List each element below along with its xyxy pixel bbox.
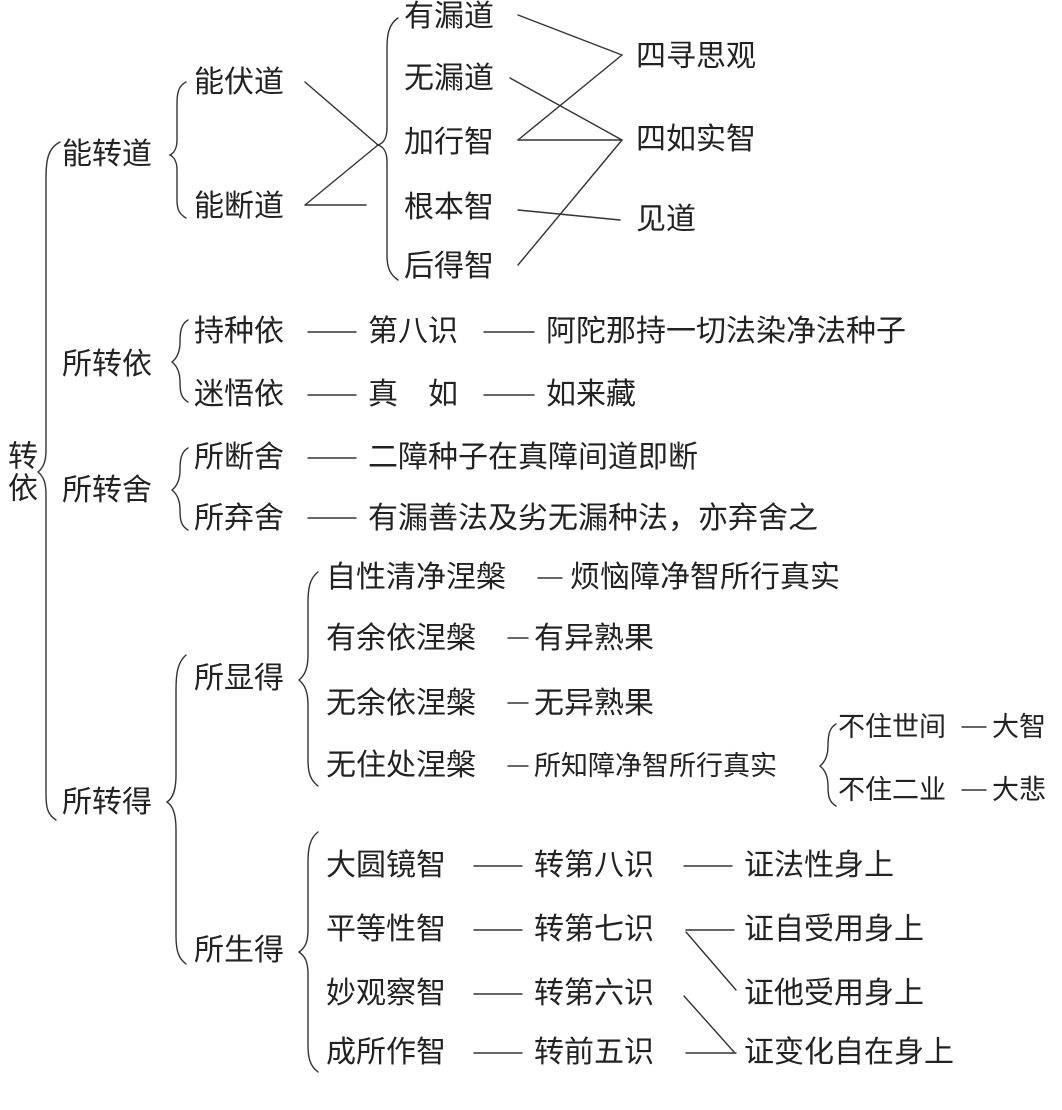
suozhuande-brace	[165, 654, 187, 965]
dazhi-label: 大智	[992, 712, 1046, 743]
suozhuande-label: 所转得	[62, 785, 152, 820]
erzhang-label: 二障种子在真障间道即断	[368, 440, 698, 475]
suozhuanyi-label: 所转依	[62, 347, 152, 382]
suoduanshe-label: 所断舍	[194, 440, 284, 475]
suoshengde-label: 所生得	[194, 933, 284, 968]
suozhuanshe-label: 所转舍	[62, 473, 152, 508]
youloushanfa-label: 有漏善法及劣无漏种法，亦弃舍之	[368, 501, 818, 536]
root-label: 转依	[2, 440, 37, 504]
result-jiandao: 见道	[636, 202, 696, 237]
youyishuguo-label: 有异熟果	[534, 621, 654, 656]
zhengtashouyong-label: 证他受用身上	[744, 976, 924, 1011]
zixing-label: 自性清净涅槃	[326, 560, 506, 595]
miwuyi-label: 迷悟依	[194, 377, 284, 412]
zhuandiliu-label: 转第六识	[534, 976, 654, 1011]
suoxiande-label: 所显得	[194, 661, 284, 696]
path-houdezhi: 后得智	[404, 249, 494, 284]
zhengfaxingshen-label: 证法性身上	[744, 848, 894, 883]
nengfudao-label: 能伏道	[194, 65, 284, 100]
suozhuanyi-brace	[170, 319, 189, 403]
path-genbenzhi: 根本智	[404, 190, 494, 225]
root-brace	[36, 141, 61, 821]
suozhuanshe-brace	[170, 447, 189, 531]
wuyishuguo-label: 无异熟果	[534, 686, 654, 721]
suozhizhang-label: 所知障净智所行真实	[534, 751, 777, 782]
paths-brace	[375, 17, 399, 281]
youyuyi-label: 有余依涅槃	[326, 621, 476, 656]
buzhuerye-label: 不住二业	[838, 775, 946, 806]
buzhushijian-label: 不住世间	[838, 712, 946, 743]
wuzhuchu-brace	[818, 723, 837, 807]
fannao-label: 烦恼障净智所行真实	[570, 560, 840, 595]
zhuanqianwu-label: 转前五识	[534, 1035, 654, 1070]
rulaizang-label: 如来藏	[546, 377, 636, 412]
suoshengde-brace	[297, 831, 319, 1073]
zhengzishouyong-label: 证自受用身上	[744, 912, 924, 947]
nengzhuandao-brace	[168, 81, 187, 219]
zhuandiba-label: 转第八识	[534, 848, 654, 883]
path-wuloudao: 无漏道	[404, 61, 494, 96]
result-sirushizhi: 四如实智	[636, 122, 756, 157]
zhengbianhua-label: 证变化自在身上	[744, 1035, 954, 1070]
suoxiande-brace	[297, 571, 319, 787]
nengzhuandao-label: 能转道	[62, 137, 152, 172]
zhuandiqi-label: 转第七识	[534, 912, 654, 947]
chengsuozuozhi-label: 成所作智	[326, 1035, 446, 1070]
pingdengxingzhi-label: 平等性智	[326, 912, 446, 947]
path-jiaxingzhi: 加行智	[404, 125, 494, 160]
atuona-label: 阿陀那持一切法染净法种子	[546, 314, 906, 349]
result-sixunsiguan: 四寻思观	[636, 39, 756, 74]
diba-shi-label: 第八识	[368, 314, 458, 349]
chizhongyi-label: 持种依	[194, 314, 284, 349]
dayuanjingzhi-label: 大圆镜智	[326, 848, 446, 883]
wuyuyi-label: 无余依涅槃	[326, 686, 476, 721]
nengduandao-label: 能断道	[194, 189, 284, 224]
suoqishe-label: 所弃舍	[194, 501, 284, 536]
wuzhuchu-label: 无住处涅槃	[326, 748, 476, 783]
miaoguanchazhi-label: 妙观察智	[326, 976, 446, 1011]
zhenru-label: 真 如	[368, 377, 458, 412]
path-youloudao: 有漏道	[404, 0, 494, 34]
dabei-label: 大悲	[992, 775, 1046, 806]
